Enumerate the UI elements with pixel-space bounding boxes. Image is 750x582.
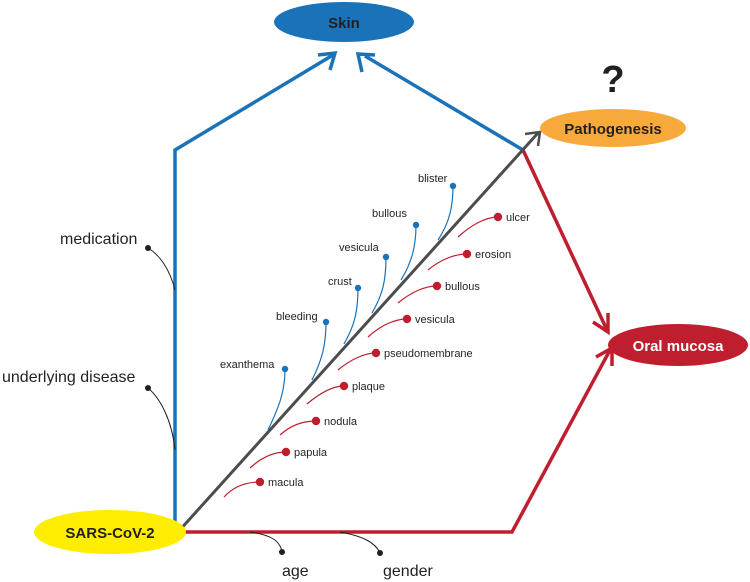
dot-crust [354,284,362,292]
dot-medication [145,245,151,251]
branch-blister [437,185,454,241]
pathogenesis-label: Pathogenesis [564,121,662,138]
skin-lesion-label: bullous [372,208,407,220]
question-mark: ? [601,59,624,101]
branch-pseudomembrane [337,352,377,371]
skin-arrowhead-left [317,50,338,71]
dot-macula [255,477,265,487]
branch-bullous [400,224,417,281]
oral-arrowhead-top [592,313,610,336]
branch-nodula [279,420,317,436]
branch-vesicula-oral [367,318,408,338]
branch-gender [339,531,381,554]
oral-lesion-label: pseudomembrane [384,348,473,360]
dot-age [279,549,285,555]
dot-exanthema [281,365,289,373]
branch-bleeding [311,321,327,381]
branch-vesicula [371,256,387,314]
dot-pseudomembrane [371,348,381,358]
factor-gender: gender [383,563,433,580]
branch-medication [147,247,176,291]
oral-mucosa-node [608,324,748,366]
dot-bullous-oral [432,281,442,291]
dot-vesicula-oral [402,314,412,324]
dot-nodula [311,416,321,426]
branch-erosion [427,253,468,271]
skin-lesion-label: bleeding [276,311,318,323]
skin-lesion-label: blister [418,173,448,185]
dot-papula [281,447,291,457]
branch-macula [223,481,261,498]
branch-exanthema [267,368,286,431]
branch-underlying-disease [147,387,176,451]
dot-blister [449,182,457,190]
branch-age [249,531,283,553]
skin-lesion-label: vesicula [339,242,380,254]
factor-medication: medication [60,231,137,248]
oral-lesion-label: ulcer [506,212,530,224]
pathogenesis-axis [176,131,540,534]
factor-underlying-disease: underlying disease [2,369,136,386]
oral-lesion-branches [223,212,503,498]
factor-age: age [282,563,309,580]
oral-lesion-label: bullous [445,281,480,293]
oral-lesion-label: erosion [475,249,511,261]
branch-plaque [306,385,345,405]
branch-crust [343,287,359,345]
oral-lesion-label: papula [294,447,328,459]
oral-pathway-top [521,149,609,331]
oral-lesion-label: vesicula [415,314,456,326]
pathogenesis-node [540,109,686,147]
branch-papula [249,451,287,469]
skin-lesion-label: exanthema [220,359,275,371]
dot-plaque [339,381,349,391]
dot-erosion [462,249,472,259]
oral-mucosa-label: Oral mucosa [633,338,725,355]
branch-ulcer [457,216,499,238]
oral-lesion-label: nodula [324,416,358,428]
oral-lesion-label: macula [268,477,304,489]
skin-lesion-branches [267,182,457,431]
dot-underlying-disease [145,385,151,391]
oral-pathway-bottom [180,349,612,534]
sars-node [34,510,186,554]
factor-branches [145,245,383,556]
dot-bullous [412,221,420,229]
skin-pathway-left [173,53,334,530]
dot-vesicula [382,253,390,261]
dot-ulcer [493,212,503,222]
skin-arrowhead-right [355,52,376,73]
branch-bullous-oral [397,285,438,304]
axis-arrowhead [524,130,542,147]
skin-pathway-right [364,54,524,152]
skin-node [274,2,414,42]
skin-lesion-label: crust [328,276,352,288]
skin-label: Skin [328,15,360,32]
dot-gender [377,550,383,556]
oral-lesion-label: plaque [352,381,385,393]
dot-bleeding [322,318,330,326]
sars-label: SARS-CoV-2 [65,525,154,542]
